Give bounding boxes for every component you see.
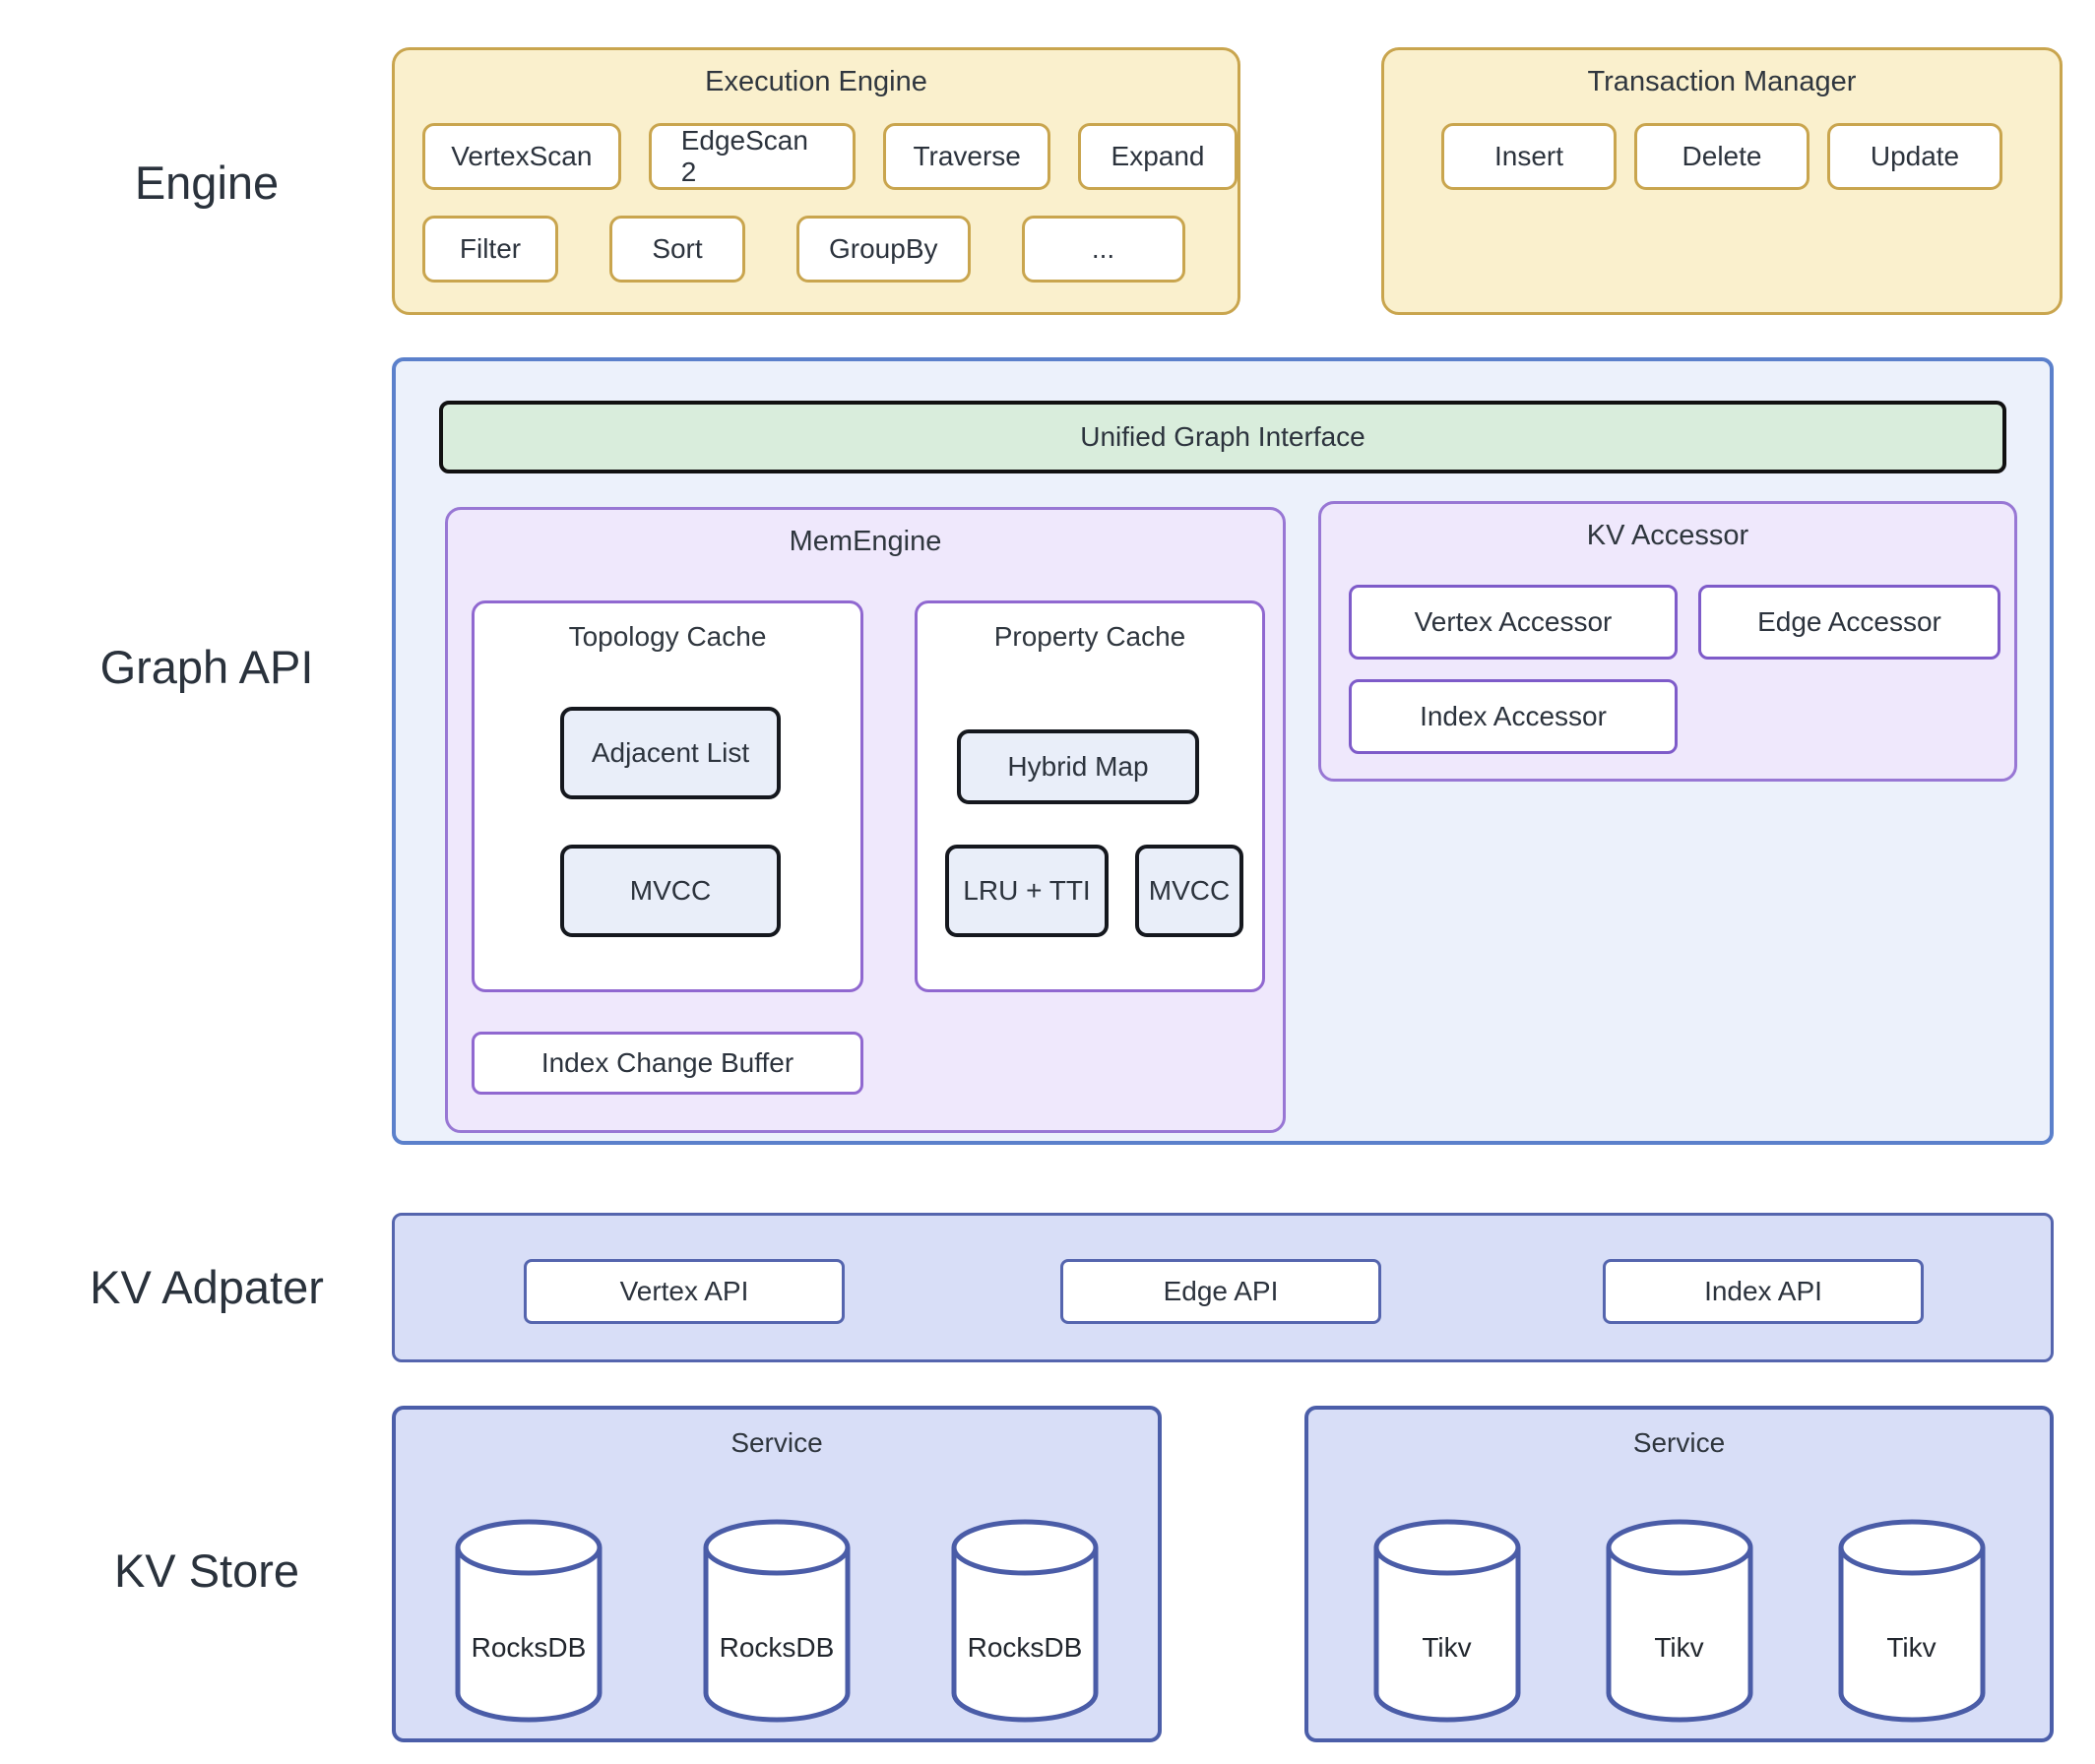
tikv-cylinder-row: Tikv Tikv Tikv	[1308, 1518, 2050, 1725]
execution-engine-panel: Execution Engine VertexScan EdgeScan 2 T…	[392, 47, 1240, 315]
topology-mvcc-chip: MVCC	[560, 845, 781, 937]
unified-graph-interface-bar: Unified Graph Interface	[439, 401, 2006, 473]
mem-engine-title: MemEngine	[789, 526, 942, 557]
op-delete: Delete	[1634, 123, 1809, 190]
vertex-api: Vertex API	[524, 1259, 845, 1324]
index-accessor: Index Accessor	[1349, 679, 1678, 754]
transaction-manager-row: Insert Delete Update	[1384, 123, 2060, 190]
cylinder-shape	[951, 1519, 1099, 1723]
layer-label-engine: Engine	[134, 157, 280, 209]
operator-ellipsis: ...	[1021, 216, 1185, 283]
operator-groupby: GroupBy	[796, 216, 971, 283]
property-cache-box: Property Cache Hybrid Map LRU + TTI MVCC	[915, 600, 1265, 992]
lru-tti-chip: LRU + TTI	[945, 845, 1109, 937]
index-api: Index API	[1603, 1259, 1924, 1324]
rocksdb-cylinder-row: RocksDB RocksDB RocksDB	[396, 1518, 1158, 1725]
kv-adapter-panel: Vertex API Edge API Index API	[392, 1213, 2054, 1362]
topology-cache-box: Topology Cache Adjacent List MVCC	[472, 600, 863, 992]
service-rocksdb-title: Service	[730, 1427, 823, 1458]
adjacent-list-chip: Adjacent List	[560, 707, 781, 799]
kv-accessor-title: KV Accessor	[1586, 520, 1749, 551]
topology-cache-title: Topology Cache	[568, 621, 767, 652]
execution-engine-row2: Filter Sort GroupBy ...	[422, 216, 1185, 283]
operator-sort: Sort	[609, 216, 745, 283]
property-cache-title: Property Cache	[993, 621, 1186, 652]
cylinder-label: RocksDB	[471, 1632, 587, 1663]
tikv-cylinder: Tikv	[1370, 1518, 1524, 1725]
mem-engine-panel: MemEngine Topology Cache Adjacent List M…	[445, 507, 1286, 1133]
tikv-cylinder: Tikv	[1835, 1518, 1989, 1725]
rocksdb-cylinder: RocksDB	[948, 1518, 1102, 1725]
cylinder-label: Tikv	[1422, 1632, 1472, 1663]
operator-edgescan: EdgeScan 2	[648, 123, 857, 190]
hybrid-map-chip: Hybrid Map	[957, 729, 1199, 804]
service-panel-rocksdb: Service RocksDB RocksDB	[392, 1406, 1162, 1742]
operator-expand: Expand	[1078, 123, 1238, 190]
transaction-manager-title: Transaction Manager	[1587, 66, 1857, 97]
cylinder-shape	[1606, 1519, 1752, 1723]
cylinder-label: RocksDB	[967, 1632, 1083, 1663]
operator-filter: Filter	[422, 216, 558, 283]
operator-traverse: Traverse	[883, 123, 1050, 190]
kv-accessor-panel: KV Accessor Vertex Accessor Edge Accesso…	[1318, 501, 2017, 782]
vertex-accessor: Vertex Accessor	[1349, 585, 1678, 660]
cylinder-label: Tikv	[1886, 1632, 1936, 1663]
op-insert: Insert	[1441, 123, 1617, 190]
execution-engine-row1: VertexScan EdgeScan 2 Traverse Expand	[422, 123, 1238, 190]
rocksdb-cylinder: RocksDB	[452, 1518, 605, 1725]
cylinder-shape	[1838, 1519, 1985, 1723]
index-change-buffer: Index Change Buffer	[472, 1032, 863, 1095]
edge-api: Edge API	[1060, 1259, 1381, 1324]
op-update: Update	[1827, 123, 2002, 190]
transaction-manager-panel: Transaction Manager Insert Delete Update	[1381, 47, 2063, 315]
execution-engine-title: Execution Engine	[705, 66, 927, 97]
layer-label-graph-api: Graph API	[99, 641, 314, 693]
operator-vertexscan: VertexScan	[422, 123, 621, 190]
tikv-cylinder: Tikv	[1603, 1518, 1756, 1725]
cylinder-shape	[703, 1519, 851, 1723]
edge-accessor: Edge Accessor	[1698, 585, 2000, 660]
cylinder-label: Tikv	[1654, 1632, 1704, 1663]
layer-label-kv-store: KV Store	[113, 1544, 300, 1597]
service-tikv-title: Service	[1632, 1427, 1726, 1458]
property-mvcc-chip: MVCC	[1135, 845, 1243, 937]
rocksdb-cylinder: RocksDB	[700, 1518, 854, 1725]
layer-label-kv-adapter: KV Adpater	[90, 1261, 324, 1313]
cylinder-shape	[1373, 1519, 1520, 1723]
service-panel-tikv: Service Tikv Tikv	[1304, 1406, 2054, 1742]
graph-api-panel: Unified Graph Interface MemEngine Topolo…	[392, 357, 2054, 1145]
cylinder-shape	[455, 1519, 603, 1723]
cylinder-label: RocksDB	[719, 1632, 835, 1663]
